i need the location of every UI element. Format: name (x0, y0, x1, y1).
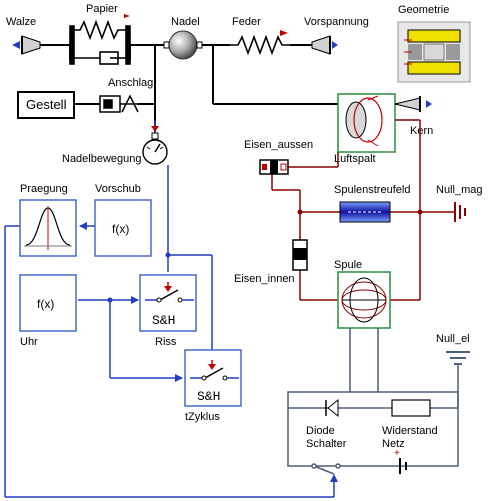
nadelbewegung-label: Nadelbewegung (62, 153, 142, 165)
eisen-aussen-component[interactable]: Eisen_aussen (244, 139, 313, 175)
svg-text:+: + (394, 448, 400, 459)
geometrie-icon[interactable]: Geometrie (397, 4, 471, 83)
tzyklus-sample-hold[interactable]: S&H tZyklus (184, 349, 242, 423)
uhr-fx: f(x) (37, 297, 54, 311)
null-mag-ground[interactable]: Null_mag (436, 184, 482, 222)
vorschub-block[interactable]: f(x) Vorschub (94, 183, 152, 257)
spulenstreufeld-label: Spulenstreufeld (334, 184, 410, 196)
geometrie-label: Geometrie (398, 4, 449, 16)
nadelbewegung-sensor[interactable]: Nadelbewegung (62, 120, 168, 165)
luftspalt-label: Luftspalt (334, 153, 376, 165)
walze-component[interactable]: Walze (6, 16, 41, 55)
feder-label: Feder (232, 16, 261, 28)
bottom-switch[interactable] (311, 463, 341, 486)
null-el-ground[interactable]: Null_el (436, 333, 470, 365)
praegung-block[interactable]: Praegung (19, 183, 77, 257)
spule-component[interactable]: Spule (334, 259, 391, 329)
gestell-label: Gestell (26, 97, 67, 112)
nadel-label: Nadel (171, 16, 200, 28)
vorspannung-label: Vorspannung (304, 16, 369, 28)
vorschub-label: Vorschub (95, 183, 141, 195)
widerstand-component[interactable]: Widerstand Netz (382, 399, 438, 450)
kern-label: Kern (410, 125, 433, 137)
gestell-component[interactable]: Gestell (17, 91, 75, 119)
diode-component[interactable]: Diode Schalter (306, 398, 347, 450)
vorspannung-component[interactable]: Vorspannung (304, 16, 369, 55)
null-mag-label: Null_mag (436, 184, 482, 196)
netz-label: Netz (382, 438, 405, 450)
praegung-label: Praegung (20, 183, 68, 195)
anschlag-label: Anschlag (108, 77, 153, 89)
riss-sh-text: S&H (152, 313, 175, 328)
eisen-innen-component[interactable]: Eisen_innen (234, 239, 308, 285)
tzyklus-sh-text: S&H (197, 389, 220, 404)
uhr-block[interactable]: f(x) Uhr (19, 274, 77, 348)
tzyklus-label: tZyklus (185, 411, 220, 423)
schalter-label: Schalter (306, 438, 347, 450)
null-el-label: Null_el (436, 333, 470, 345)
eisen-aussen-label: Eisen_aussen (244, 139, 313, 151)
nadel-component[interactable]: Nadel (163, 16, 203, 60)
uhr-label: Uhr (20, 336, 38, 348)
diode-label: Diode (306, 425, 335, 437)
riss-sample-hold[interactable]: S&H Riss (139, 274, 197, 348)
spule-label: Spule (334, 259, 362, 271)
anschlag-component[interactable] (99, 94, 139, 113)
kern-component[interactable]: Kern Luftspalt (334, 93, 433, 165)
spulenstreufeld-component[interactable]: Spulenstreufeld (334, 184, 410, 223)
feder-component[interactable]: Feder (230, 16, 290, 56)
papier-label: Papier (86, 3, 118, 15)
papier-component[interactable]: Papier Anschlag (69, 3, 153, 89)
walze-label: Walze (6, 16, 36, 28)
vorschub-fx: f(x) (112, 222, 129, 236)
signal-wires (4, 165, 335, 498)
eisen-innen-label: Eisen_innen (234, 273, 295, 285)
widerstand-label: Widerstand (382, 425, 438, 437)
riss-label: Riss (155, 336, 177, 348)
battery-component[interactable]: + (394, 448, 407, 474)
